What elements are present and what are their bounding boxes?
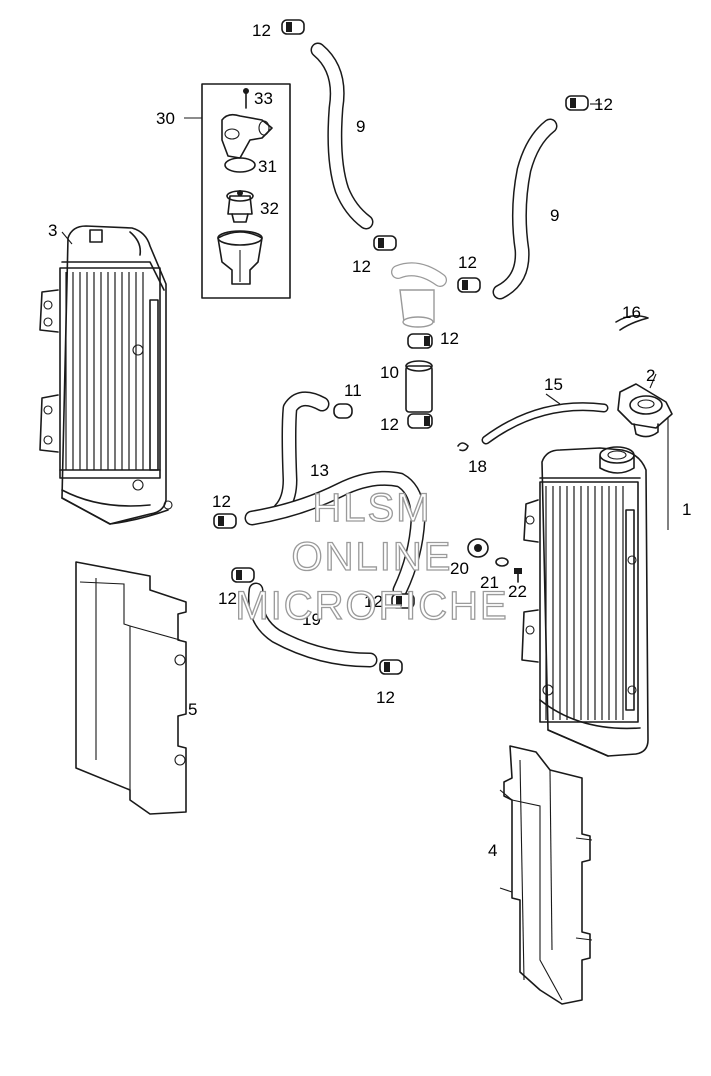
hose-clamps [213,19,589,675]
washer-21 [495,557,509,567]
pump-fitting-ghost [391,262,447,328]
label-4: 4 [488,841,497,860]
bolt-22 [514,568,522,583]
label-21: 21 [480,573,499,592]
thermostat-kit-box [184,83,291,299]
clamp-center-13 [391,593,415,609]
grommet-20 [467,538,489,558]
label-12-top-left: 12 [252,21,271,40]
label-2: 2 [646,366,655,385]
part-labels: 1 2 3 4 5 9 9 10 11 12 12 12 12 12 12 12… [48,21,691,860]
small-parts [457,314,649,583]
hose-15-overflow [481,402,609,445]
label-12-mid-left: 12 [352,257,371,276]
label-12-right-19: 12 [376,688,395,707]
clamp-top-right [565,95,589,111]
label-12-upper-10: 12 [440,329,459,348]
clamp-right-19 [379,659,403,675]
shroud-4-right [499,745,593,1005]
watermark-line-2: ONLINE [292,535,453,579]
watermark-line-1: HLSM [312,486,431,530]
clip-18 [457,442,469,452]
clamp-mid-right [457,277,481,293]
clamp-left-19 [231,567,255,583]
radiator-cap [617,383,673,530]
label-33: 33 [254,89,273,108]
label-9-left: 9 [356,117,365,136]
hose-9-upper-left [310,42,374,230]
label-11: 11 [344,381,362,400]
clamp-upper-10 [407,333,433,349]
label-3: 3 [48,221,57,240]
label-18: 18 [468,457,487,476]
clamp-lower-10 [407,413,433,429]
hose-9-upper-right [492,118,558,300]
label-20: 20 [450,559,469,578]
leader-lines [61,103,657,405]
label-10: 10 [380,363,399,382]
label-12-left-13: 12 [212,492,231,511]
clamp-11 [333,403,353,419]
label-5: 5 [188,700,197,719]
shroud-5-left [75,561,187,815]
label-12-mid-right: 12 [458,253,477,272]
label-32: 32 [260,199,279,218]
label-12-center: 12 [364,592,383,611]
clamp-top-left [281,19,305,35]
label-22: 22 [508,582,527,601]
left-radiator [39,225,173,525]
label-31: 31 [258,157,277,176]
label-12-lower-10: 12 [380,415,399,434]
label-1: 1 [682,500,691,519]
label-9-right: 9 [550,206,559,225]
label-16: 16 [622,303,641,322]
label-15: 15 [544,375,563,394]
watermark: HLSM ONLINE MICROFICHE [235,485,508,628]
label-13: 13 [310,461,329,480]
right-radiator [521,446,649,757]
label-12-top-right: 12 [594,95,613,114]
label-12-left-19: 12 [218,589,237,608]
hose-10-short [405,360,433,413]
label-30: 30 [156,109,175,128]
hose-elbow-left [272,391,330,518]
label-19: 19 [302,610,321,629]
clip-16 [615,314,649,331]
clamp-left-13 [213,513,237,529]
clamp-mid-left [373,235,397,251]
hose-19 [247,582,378,668]
hose-13-lower [244,470,426,598]
watermark-line-3: MICROFICHE [235,584,508,628]
